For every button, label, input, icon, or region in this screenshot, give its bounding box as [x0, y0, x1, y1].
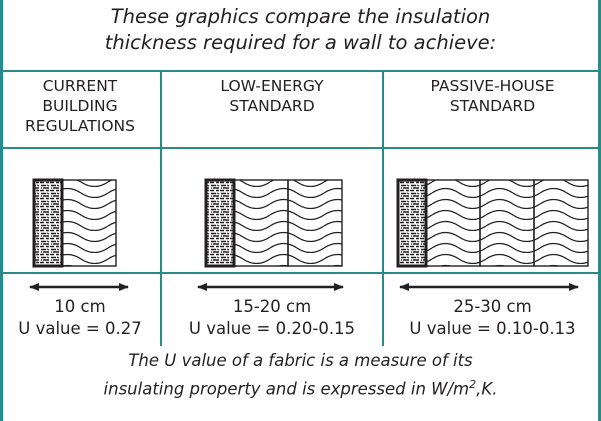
insulation-panel-passive-house-3: [533, 179, 589, 267]
footnote-line-1: The U value of a fabric is a measure of …: [128, 351, 473, 370]
footnote-superscript: 2: [469, 378, 477, 391]
insulation-panel-passive-house-1: [425, 179, 481, 267]
header-divider: [0, 70, 601, 72]
footnote-line-2-end: ,K.: [476, 379, 498, 399]
measure-current: 10 cm U value = 0.27: [0, 296, 160, 340]
brick-wall-passive-house: [396, 178, 428, 268]
heading-low-energy-line-2: STANDARD: [229, 97, 315, 115]
thickness-current: 10 cm: [54, 297, 106, 316]
column-divider-2: [382, 70, 384, 346]
footnote-line-2: insulating property and is expressed in …: [0, 373, 601, 402]
thickness-passive-house: 25-30 cm: [453, 297, 532, 316]
footnote: The U value of a fabric is a measure of …: [0, 349, 601, 402]
measure-passive-house: 25-30 cm U value = 0.10-0.13: [384, 296, 601, 340]
insulation-panel-current-1: [61, 179, 117, 267]
heading-passive-house: PASSIVE-HOUSE STANDARD: [384, 76, 601, 116]
intro-text: These graphics compare the insulation th…: [0, 4, 601, 56]
footnote-line-2-text: insulating property and is expressed in …: [103, 379, 470, 399]
heading-divider: [0, 147, 601, 149]
brick-wall-current: [32, 178, 64, 268]
heading-low-energy-line-1: LOW-ENERGY: [220, 77, 324, 95]
insulation-panel-passive-house-2: [479, 179, 535, 267]
insulation-panel-low-energy-2: [287, 179, 343, 267]
brick-wall-low-energy: [204, 178, 236, 268]
heading-passive-house-line-1: PASSIVE-HOUSE: [430, 77, 555, 95]
column-divider-1: [160, 70, 162, 346]
heading-current-line-3: REGULATIONS: [25, 117, 135, 135]
heading-current-line-1: CURRENT: [42, 77, 118, 95]
u-value-low-energy: U value = 0.20-0.15: [188, 319, 356, 338]
thickness-low-energy: 15-20 cm: [232, 297, 312, 316]
u-value-passive-house: U value = 0.10-0.13: [409, 319, 576, 338]
heading-current-line-2: BUILDING: [42, 97, 118, 115]
graphic-divider: [0, 272, 601, 274]
intro-line-1: These graphics compare the insulation: [110, 5, 491, 28]
heading-low-energy: LOW-ENERGY STANDARD: [162, 76, 382, 116]
u-value-current: U value = 0.27: [18, 319, 142, 338]
insulation-panel-low-energy-1: [233, 179, 289, 267]
heading-current: CURRENT BUILDING REGULATIONS: [0, 76, 160, 136]
intro-line-2: thickness required for a wall to achieve…: [104, 31, 497, 54]
heading-passive-house-line-2: STANDARD: [449, 97, 536, 115]
measure-low-energy: 15-20 cm U value = 0.20-0.15: [162, 296, 382, 340]
